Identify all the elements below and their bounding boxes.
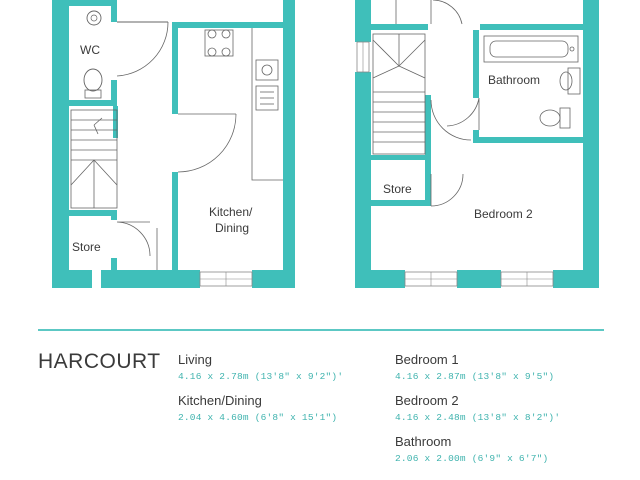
ground-stairs — [70, 109, 118, 209]
room-name-kitchen-dining: Kitchen/Dining — [178, 393, 262, 408]
label-bedroom-2: Bedroom 2 — [474, 207, 533, 221]
ground-left-wall — [52, 0, 69, 288]
ground-bottom-wall — [52, 270, 295, 288]
room-dims-bedroom-2: 4.16 x 2.48m (13'8" x 8'2")' — [395, 412, 561, 423]
house-type-title: HARCOURT — [38, 350, 161, 373]
room-name-bathroom: Bathroom — [395, 434, 452, 449]
room-name-living: Living — [178, 352, 212, 367]
label-kitchen-1: Kitchen/ — [209, 205, 253, 219]
room-dims-bathroom: 2.06 x 2.00m (6'9" x 6'7") — [395, 453, 549, 464]
room-dims-living: 4.16 x 2.78m (13'8" x 9'2")' — [178, 371, 344, 382]
dining-table — [204, 29, 234, 57]
ground-floor-plan: WC Kitchen/ Dining Store — [52, 0, 295, 288]
label-store-first: Store — [383, 182, 412, 196]
label-bathroom: Bathroom — [488, 73, 540, 87]
first-floor-plan: Bathroom Store Bedroom 2 — [355, 0, 599, 288]
label-kitchen-2: Dining — [215, 221, 249, 235]
room-name-bedroom-1: Bedroom 1 — [395, 352, 459, 367]
floor-plan: WC Kitchen/ Dining Store — [52, 0, 599, 288]
bathtub — [483, 35, 579, 63]
ground-right-wall — [283, 0, 295, 288]
divider-line — [38, 329, 604, 331]
room-dims-kitchen-dining: 2.04 x 4.60m (6'8" x 15'1") — [178, 412, 338, 423]
first-stairs — [372, 33, 426, 155]
label-wc: WC — [80, 43, 100, 57]
kitchen-counter — [251, 28, 283, 181]
room-name-bedroom-2: Bedroom 2 — [395, 393, 459, 408]
room-dims-bedroom-1: 4.16 x 2.87m (13'8" x 9'5") — [395, 371, 555, 382]
label-store-ground: Store — [72, 240, 101, 254]
